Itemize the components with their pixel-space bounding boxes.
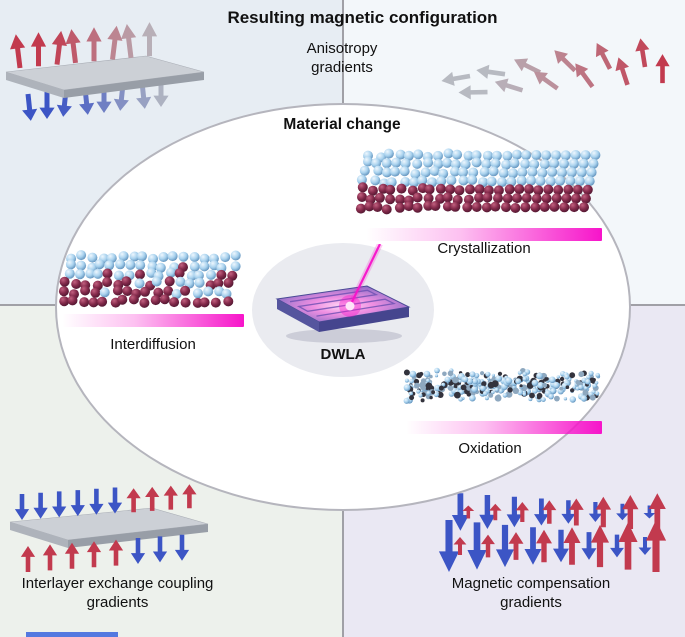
crystallization-spheres-illustration — [355, 148, 601, 215]
crystallization-gradient-bar — [366, 228, 602, 241]
anisotropy-slab-illustration — [5, 22, 205, 121]
interlayer-exchange-slab-illustration — [9, 484, 209, 572]
magnetic-compensation-label: Magnetic compensation gradients — [451, 575, 611, 611]
oxidation-gradient-bar — [406, 421, 602, 434]
figure-title: Resulting magnetic configuration — [227, 8, 498, 27]
magnetic-compensation-arrows-illustration — [438, 493, 667, 572]
dwla-laser-chip-illustration — [275, 244, 411, 343]
oxidation-particles-illustration — [403, 367, 601, 404]
dwla-label: DWLA — [320, 346, 366, 363]
cropped-link-bar — [26, 632, 118, 637]
interlayer-exchange-label: Interlayer exchange coupling gradients — [21, 575, 214, 611]
anisotropy-gradients-label: Anisotropy gradients — [306, 40, 378, 76]
anisotropy-rotating-arrows-illustration — [441, 38, 670, 100]
material-change-label: Material change — [283, 116, 401, 133]
interdiffusion-label: Interdiffusion — [110, 336, 196, 353]
interdiffusion-spheres-illustration — [58, 250, 241, 308]
oxidation-label: Oxidation — [458, 440, 522, 457]
crystallization-label: Crystallization — [437, 240, 531, 257]
interdiffusion-gradient-bar — [62, 314, 244, 327]
